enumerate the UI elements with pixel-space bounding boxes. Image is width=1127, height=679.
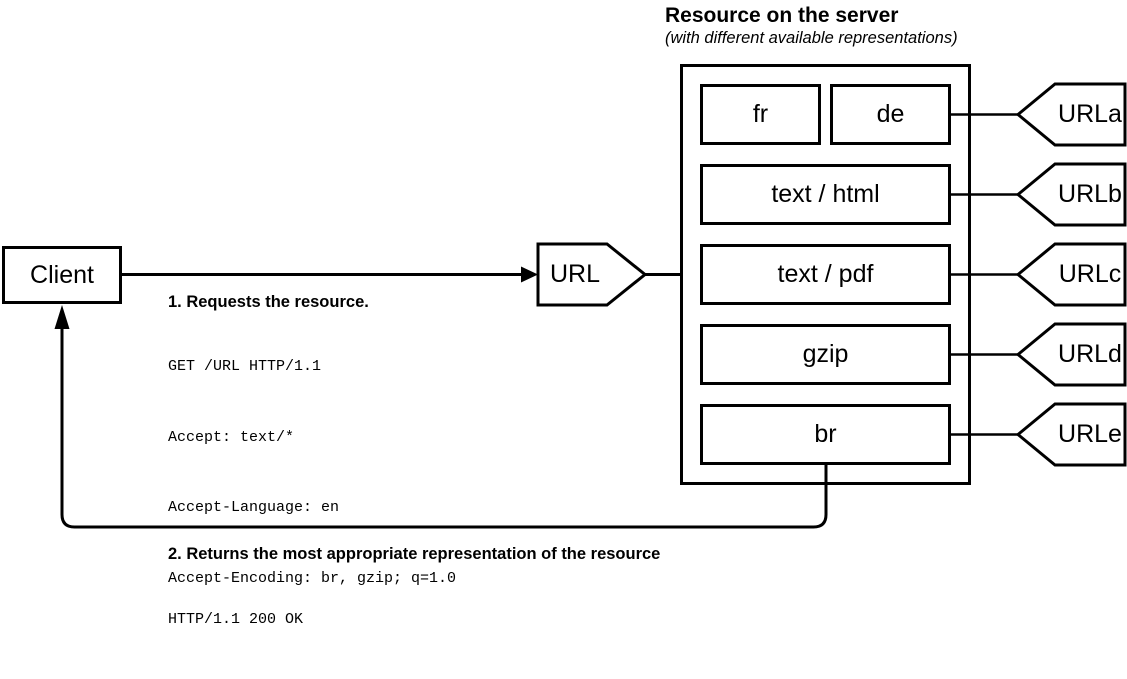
representation-box-text-html: text / html [700, 164, 951, 225]
diagram-title: Resource on the server [665, 4, 899, 27]
representation-label: de [876, 100, 905, 128]
http-request-line: Accept: text/* [168, 428, 295, 446]
url-tag-label: URLa [1058, 100, 1122, 128]
url-tag-shape [1015, 242, 1127, 307]
url-tag-urlc: URLc [1015, 242, 1127, 307]
client-node: Client [2, 246, 122, 304]
response-heading: 2. Returns the most appropriate represen… [168, 545, 661, 563]
request-heading: 1. Requests the resource. [168, 293, 369, 311]
http-request-line: Accept-Language: en [168, 499, 340, 516]
http-request-line: GET /URL HTTP/1.1 [168, 358, 322, 375]
request-arrowhead-icon [521, 266, 538, 283]
representation-label: text / html [771, 180, 880, 208]
representation-label: fr [752, 100, 769, 128]
url-tag-shape [1015, 162, 1127, 227]
url-tag-urle: URLe [1015, 402, 1127, 467]
representation-box-fr: fr [700, 84, 821, 145]
representation-label: br [814, 420, 837, 448]
url-tag-shape [1015, 322, 1127, 387]
representation-box-text-pdf: text / pdf [700, 244, 951, 305]
url-tag-shape [1015, 82, 1127, 147]
url-tag-urlb: URLb [1015, 162, 1127, 227]
response-arrowhead-icon [54, 305, 70, 329]
url-gateway-label: URL [549, 260, 600, 288]
request-code-block: GET /URL HTTP/1.1 Accept: text/* Accept-… [168, 308, 456, 637]
representation-label: gzip [802, 340, 849, 368]
url-tag-urla: URLa [1015, 82, 1127, 147]
representation-box-gzip: gzip [700, 324, 951, 385]
url-tag-label: URLc [1058, 260, 1122, 288]
url-gateway-shape [536, 242, 648, 307]
representation-box-de: de [830, 84, 951, 145]
representation-box-br: br [700, 404, 951, 465]
client-label: Client [30, 260, 94, 289]
url-gateway-node: URL [536, 242, 648, 307]
url-tag-shape [1015, 402, 1127, 467]
representation-label: text / pdf [777, 260, 874, 288]
url-tag-label: URLe [1058, 420, 1122, 448]
url-tag-label: URLd [1058, 340, 1122, 368]
http-response-line: HTTP/1.1 200 OK [168, 611, 304, 628]
response-code-block: HTTP/1.1 200 OK Content-Location: /URLe … [168, 561, 375, 679]
response-arrow-path [60, 329, 828, 529]
title-block: Resource on the server (with different a… [665, 3, 958, 48]
diagram-subtitle: (with different available representation… [665, 29, 958, 47]
http-request-line: Accept-Encoding: br, gzip; q=1.0 [168, 569, 457, 587]
url-tag-label: URLb [1058, 180, 1122, 208]
url-tag-urld: URLd [1015, 322, 1127, 387]
